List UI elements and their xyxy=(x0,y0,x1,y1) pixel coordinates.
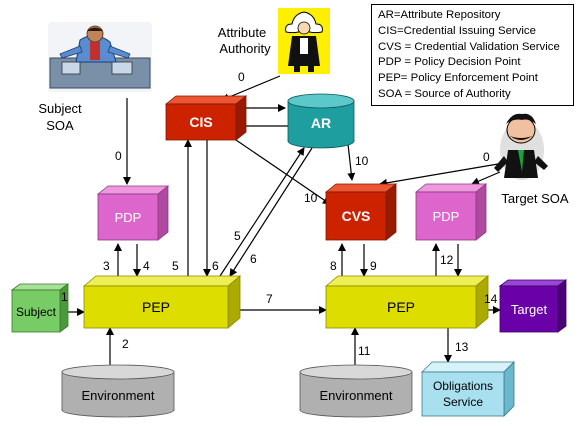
target-label: Target xyxy=(511,302,548,317)
subject-soa-label-line1: Subject xyxy=(38,101,82,116)
legend-box: AR=Attribute Repository CIS=Credential I… xyxy=(371,4,574,106)
cis-label: CIS xyxy=(189,114,212,130)
pdp-left-label: PDP xyxy=(115,210,142,225)
legend-item-ar: AR=Attribute Repository xyxy=(378,9,501,21)
cvs-box: CVS xyxy=(324,183,398,241)
ar-label: AR xyxy=(311,115,331,131)
label-5-diag: 5 xyxy=(234,229,241,243)
pep-left-label: PEP xyxy=(142,299,170,315)
label-6-diag: 6 xyxy=(250,252,257,266)
arrow-6-ar-to-pep xyxy=(229,147,313,277)
legend-item-pep: PEP= Policy Enforcement Point xyxy=(378,72,538,85)
target-soa-clipart-icon xyxy=(494,113,548,180)
label-0-target: 0 xyxy=(483,150,490,164)
arrow-5-pep-to-ar xyxy=(219,147,305,277)
attribute-authority-label-line2: Authority xyxy=(219,41,271,56)
label-6-left: 6 xyxy=(212,259,219,273)
obligations-label-line1: Obligations xyxy=(433,379,493,393)
legend-item-pdp: PDP = Policy Decision Point xyxy=(378,56,521,69)
label-10-top: 10 xyxy=(355,154,369,168)
label-4: 4 xyxy=(143,259,150,273)
label-14: 14 xyxy=(484,292,498,306)
label-12: 12 xyxy=(440,253,454,267)
pdp-left-box: PDP xyxy=(96,185,170,241)
cvs-label: CVS xyxy=(342,208,371,224)
pdp-right-label: PDP xyxy=(433,209,460,224)
arrow-0-target-soa-to-cvs xyxy=(379,163,499,187)
attribute-authority-clipart-icon xyxy=(278,8,330,74)
label-9: 9 xyxy=(370,259,377,273)
pep-right-box: PEP xyxy=(324,275,490,329)
legend-item-cvs: CVS = Credential Validation Service xyxy=(378,40,560,53)
cis-box: CIS xyxy=(164,95,248,141)
label-3: 3 xyxy=(103,259,110,273)
legend-item-soa: SOA = Source of Authority xyxy=(378,87,511,100)
arrow-number-labels: 0 0 0 1 2 3 4 5 6 5 6 7 8 9 10 10 11 12 … xyxy=(61,70,498,358)
arrow-10-cis-to-cvs xyxy=(235,139,331,205)
label-11: 11 xyxy=(358,344,371,358)
target-soa-label: Target SOA xyxy=(501,191,569,206)
ar-cylinder: AR xyxy=(287,93,355,149)
label-0-subject: 0 xyxy=(115,149,122,163)
subject-box: Subject xyxy=(10,283,70,333)
pep-left-box: PEP xyxy=(82,275,242,329)
label-0-authority: 0 xyxy=(238,70,245,84)
environment-right-label: Environment xyxy=(320,388,393,403)
attribute-authority-label-line1: Attribute xyxy=(218,25,266,40)
subject-soa-clipart-icon xyxy=(48,22,152,92)
obligations-label-line2: Service xyxy=(443,395,483,409)
label-5-left: 5 xyxy=(172,259,179,273)
label-13: 13 xyxy=(455,340,469,354)
obligations-service-box: Obligations Service xyxy=(421,361,515,417)
subject-label: Subject xyxy=(16,305,57,319)
arrow-0-target-soa-to-pdp xyxy=(471,171,501,185)
arrow-10-ar-to-cvs xyxy=(347,143,356,181)
environment-left-cylinder: Environment xyxy=(61,364,175,418)
pep-right-label: PEP xyxy=(387,299,415,315)
target-box: Target xyxy=(498,279,568,333)
label-7: 7 xyxy=(266,292,273,306)
legend-item-cis: CIS=Credential Issuing Service xyxy=(378,24,536,37)
label-8: 8 xyxy=(330,259,337,273)
label-10-left: 10 xyxy=(304,191,318,205)
pdp-right-box: PDP xyxy=(414,183,488,241)
environment-left-label: Environment xyxy=(82,388,155,403)
environment-right-cylinder: Environment xyxy=(299,364,413,418)
label-1: 1 xyxy=(61,290,68,304)
label-2: 2 xyxy=(122,337,129,351)
subject-soa-label-line2: SOA xyxy=(46,118,74,133)
